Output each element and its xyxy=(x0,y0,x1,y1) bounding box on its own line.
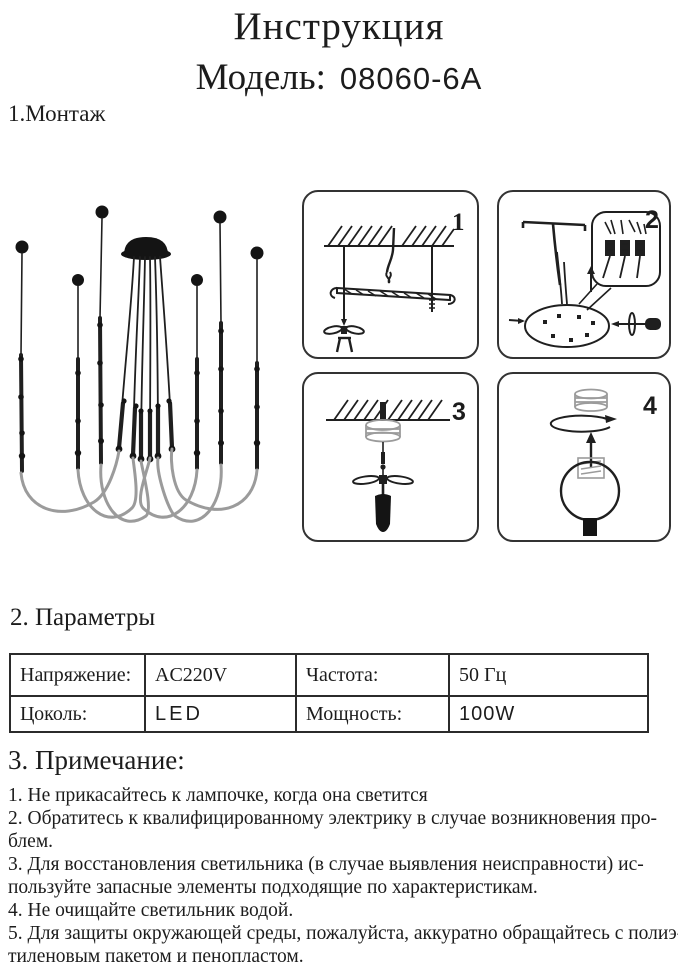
ceiling-screw xyxy=(380,402,386,420)
rotation-arrow-icon xyxy=(549,414,617,433)
model-number: 08060-6A xyxy=(339,61,483,96)
section-parameters-heading: 2. Параметры xyxy=(10,604,156,631)
chandelier-illustration xyxy=(15,205,264,523)
param-label-power: Мощность: xyxy=(295,695,450,733)
screw-and-screwdriver-icon xyxy=(611,312,661,336)
note-line: пользуйте запасные элементы подходящие п… xyxy=(8,877,538,898)
hanging-screws xyxy=(341,246,435,326)
param-value-socket: LED xyxy=(144,695,297,733)
ceiling-hatch xyxy=(324,225,455,247)
section-mounting-heading: 1.Монтаж xyxy=(8,101,106,126)
table-row: Цоколь: LED Мощность: 100W xyxy=(9,695,649,733)
pendant-rods xyxy=(15,205,264,473)
param-label-voltage: Напряжение: xyxy=(9,653,146,697)
model-line: Модель: 08060-6A xyxy=(0,56,678,99)
note-line: 1. Не прикасайтесь к лампочке, когда она… xyxy=(8,785,428,806)
param-label-frequency: Частота: xyxy=(295,653,450,697)
note-line: блем. xyxy=(8,831,54,852)
canopy-cords xyxy=(115,256,176,463)
model-label: Модель: xyxy=(195,57,326,98)
note-line: 5. Для защиты окружающей среды, пожалуйс… xyxy=(8,923,678,944)
diagram-step-1: 1 xyxy=(302,190,479,359)
threaded-cap xyxy=(574,388,608,412)
section-notes-heading: 3. Примечание: xyxy=(8,745,185,775)
supply-wire xyxy=(385,227,396,284)
connector-plug xyxy=(335,336,354,353)
ceiling-hatch xyxy=(326,399,450,421)
threaded-rod xyxy=(380,442,386,475)
t-bracket xyxy=(521,220,587,305)
ceiling-canopy xyxy=(121,237,171,260)
step-number: 4 xyxy=(643,392,657,420)
note-line: 2. Обратитесь к квалифицированному элект… xyxy=(8,808,658,829)
note-line: 3. Для восстановления светильника (в слу… xyxy=(8,854,644,875)
glass-ball xyxy=(559,457,621,522)
note-line: 4. Не очищайте светильник водой. xyxy=(8,900,294,921)
param-value-frequency: 50 Гц xyxy=(448,653,649,697)
parameters-table: Напряжение: AC220V Частота: 50 Гц Цоколь… xyxy=(9,653,649,733)
param-value-voltage: AC220V xyxy=(144,653,297,697)
diagram-step-2: 2 xyxy=(497,190,671,359)
terminal-callout xyxy=(578,211,661,311)
drape-cables xyxy=(19,447,259,523)
mounting-bar xyxy=(329,286,456,305)
table-row: Напряжение: AC220V Частота: 50 Гц xyxy=(9,653,649,697)
page-title: Инструкция xyxy=(233,5,445,48)
notes-list: 1. Не прикасайтесь к лампочке, когда она… xyxy=(8,784,678,968)
up-arrow-icon xyxy=(586,432,596,468)
step-number: 1 xyxy=(452,209,465,236)
step-number: 2 xyxy=(645,206,659,234)
screwdriver-icon xyxy=(375,484,391,532)
canopy-plate xyxy=(508,304,610,348)
wing-nut xyxy=(352,475,414,485)
param-value-power: 100W xyxy=(448,695,649,733)
threaded-cup xyxy=(365,419,401,443)
note-line: тиленовым пакетом и пенопластом. xyxy=(8,946,304,967)
wing-nut xyxy=(323,325,365,335)
param-label-socket: Цоколь: xyxy=(9,695,146,733)
diagram-step-4: 4 xyxy=(497,372,671,542)
stem xyxy=(583,518,597,536)
step-number: 3 xyxy=(452,398,466,426)
diagram-step-3: 3 xyxy=(302,372,479,542)
